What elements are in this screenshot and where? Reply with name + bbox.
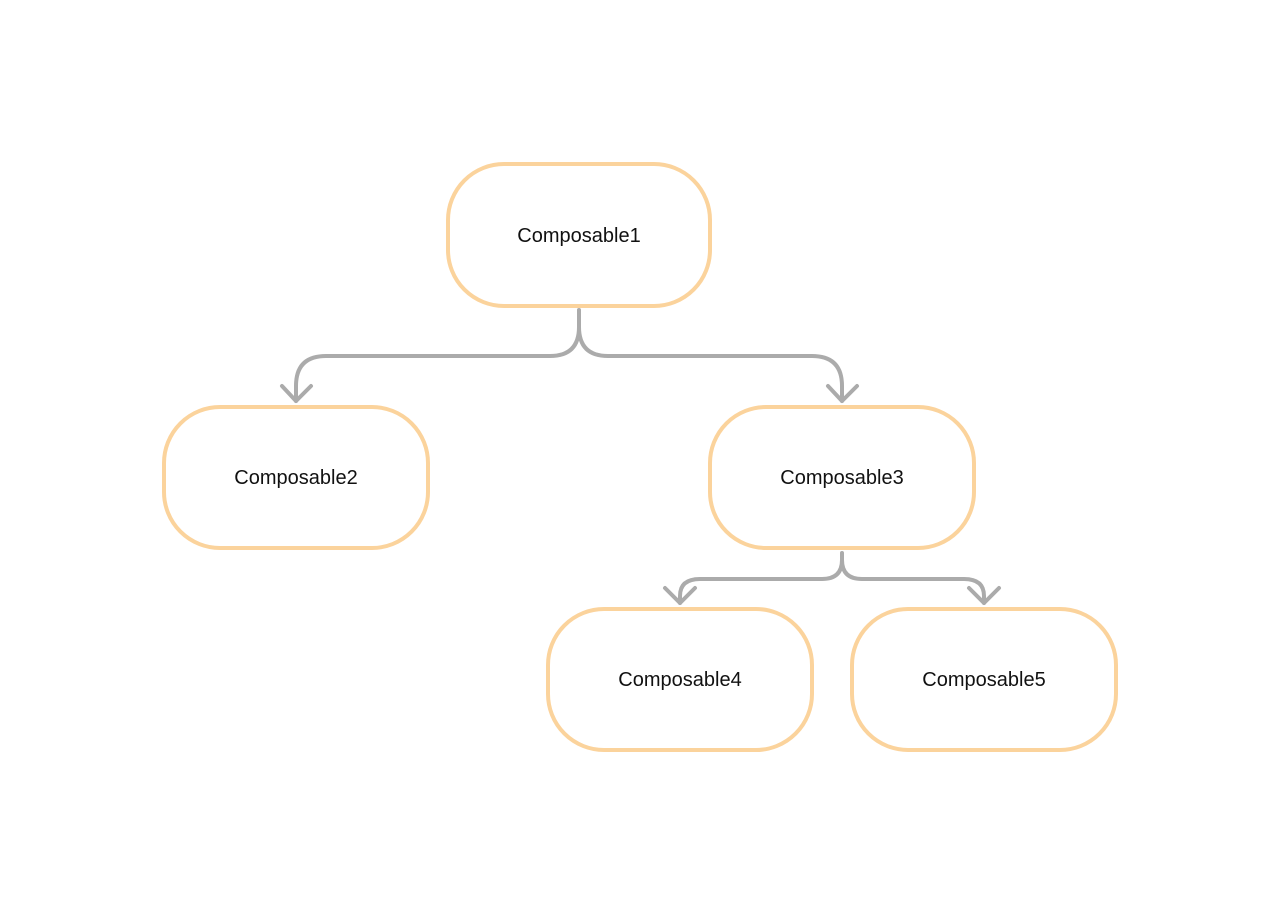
node-composable3: Composable3 <box>708 405 976 550</box>
node-box <box>446 162 712 308</box>
node-box <box>162 405 430 550</box>
node-label: Composable4 <box>618 669 741 691</box>
node-composable2: Composable2 <box>162 405 430 550</box>
edges <box>280 308 1001 605</box>
arrowhead-icon <box>967 586 1001 605</box>
edge-composable3-to-composable5 <box>840 558 986 605</box>
node-composable4: Composable4 <box>546 607 814 752</box>
node-composable1: Composable1 <box>446 162 712 308</box>
arrowhead-icon <box>826 384 859 403</box>
edge-composable3-to-composable4 <box>678 551 844 605</box>
arrowhead-icon <box>663 586 697 605</box>
node-composable5: Composable5 <box>850 607 1118 752</box>
node-label: Composable5 <box>922 669 1045 691</box>
node-label: Composable1 <box>517 225 640 247</box>
edge-composable1-to-composable2 <box>294 308 581 403</box>
node-label: Composable2 <box>234 467 357 489</box>
node-box <box>546 607 814 752</box>
edge-composable1-to-composable3 <box>577 325 844 403</box>
node-box <box>708 405 976 550</box>
node-box <box>850 607 1118 752</box>
node-label: Composable3 <box>780 467 903 489</box>
arrowhead-icon <box>280 384 313 403</box>
